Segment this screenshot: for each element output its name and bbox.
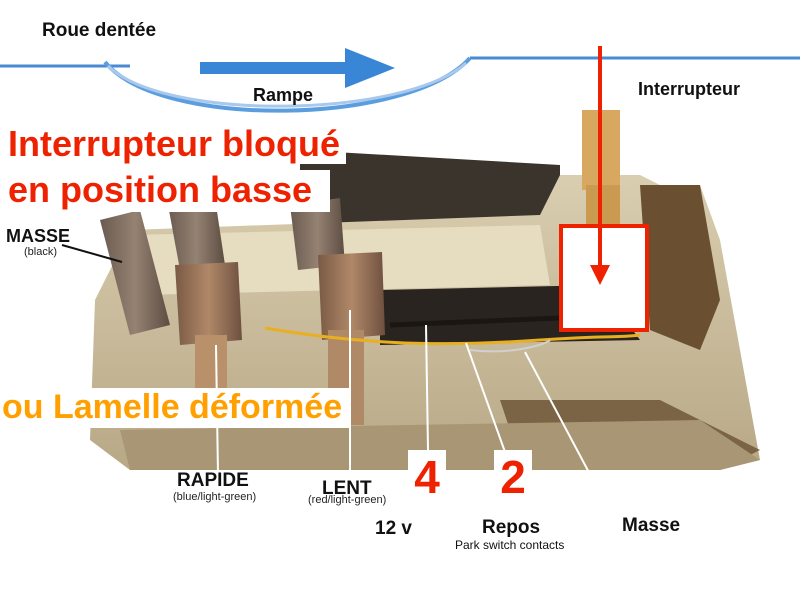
ground-top-sublabel: (black) xyxy=(24,246,58,258)
ramp-curve-shadow xyxy=(106,61,468,108)
switch-highlight-box xyxy=(559,224,649,332)
warning-line-1: Interrupteur bloqué xyxy=(6,124,346,164)
contact-strip-lower xyxy=(469,339,551,353)
leader-terminal-2 xyxy=(465,342,506,453)
fast-label: RAPIDE xyxy=(173,470,253,491)
leader-terminal-4 xyxy=(425,324,429,451)
housing-front-face xyxy=(120,420,760,470)
gear-wheel-label: Roue dentée xyxy=(42,20,157,41)
housing-rust-right xyxy=(640,185,720,350)
rest-label: Repos xyxy=(470,516,555,539)
rotation-arrow-icon xyxy=(345,48,395,88)
switch-label: Interrupteur xyxy=(638,79,741,99)
fast-sublabel: (blue/light-green) xyxy=(170,491,260,504)
contact-strip-upper xyxy=(389,315,561,328)
fast-terminal-lug xyxy=(175,262,242,345)
deformed-contact-strip xyxy=(264,326,641,346)
deformed-strip-label: ou Lamelle déformée xyxy=(0,388,351,428)
leader-ground-top xyxy=(61,244,123,263)
leader-ground-bottom xyxy=(524,351,611,513)
slow-sublabel: (red/light-green) xyxy=(305,494,390,507)
upper-blade-left xyxy=(168,198,225,270)
park-contacts-label: Park switch contacts xyxy=(452,538,568,552)
warning-line-2: en position basse xyxy=(6,170,331,212)
voltage-label: 12 v xyxy=(361,516,434,542)
ground-blade xyxy=(100,210,170,335)
ground-top-label: MASSE xyxy=(6,226,71,246)
terminal-2-label: 2 xyxy=(494,450,532,503)
plunger-stem xyxy=(586,185,620,225)
terminal-4-label: 4 xyxy=(408,450,446,503)
ground-bottom-label: Masse xyxy=(596,514,685,539)
upper-blade-right xyxy=(290,198,345,270)
switch-pressed-arrow-icon xyxy=(590,265,610,285)
dark-background xyxy=(300,150,560,230)
ramp-label: Rampe xyxy=(253,85,314,105)
slow-label: LENT xyxy=(318,478,376,499)
slow-terminal-lug xyxy=(318,252,385,340)
